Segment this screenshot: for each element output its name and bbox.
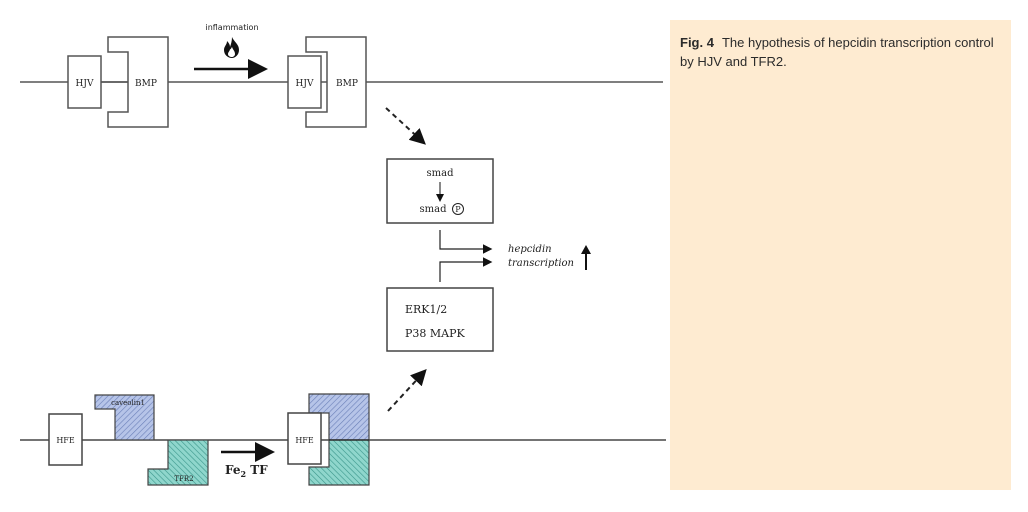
caption-text: The hypothesis of hepcidin transcription… <box>680 35 994 69</box>
hepcidin-label: hepcidin <box>508 244 552 255</box>
hjv-box <box>67 55 102 109</box>
bmp-label: BMP <box>336 79 358 89</box>
smad-box: smad smad P <box>386 158 494 224</box>
phosphate-icon <box>452 203 464 215</box>
bmp-receptor-shape <box>107 36 169 128</box>
hfe-box <box>48 413 83 466</box>
hjv-label: HJV <box>76 79 94 89</box>
hfe-label: HFE <box>56 436 75 445</box>
svg-text:P: P <box>455 205 461 214</box>
top-left-complex: HJV BMP <box>67 36 169 128</box>
caveolin-shape <box>94 394 155 441</box>
smad-label: smad <box>427 168 455 179</box>
phospho-smad-label: smad <box>420 204 448 215</box>
caveolin-label: caveolin1 <box>111 399 145 407</box>
hjv-box <box>287 55 322 109</box>
top-right-complex: HJV BMP <box>287 36 367 128</box>
hfe-box <box>287 412 322 465</box>
bmp-to-smad-dashed-arrow <box>385 107 426 145</box>
tfr2-to-mapk-dashed-arrow <box>387 369 427 412</box>
bottom-right-complex: HFE <box>287 393 370 486</box>
smad-to-hepcidin-arrow <box>439 230 493 254</box>
hjv-label: HJV <box>296 79 314 89</box>
transcription-label: transcription <box>508 258 574 269</box>
figure-label: Fig. 4 <box>680 35 714 50</box>
tfr2-label: TFR2 <box>174 475 193 483</box>
fe2tf-label: Fe2 TF <box>225 463 268 479</box>
bmp-receptor-shape <box>305 36 367 128</box>
p38-mapk-label: P38 MAPK <box>405 327 466 340</box>
erk-label: ERK1/2 <box>405 303 447 316</box>
mapk-to-hepcidin-arrow <box>439 257 493 282</box>
bmp-label: BMP <box>135 79 157 89</box>
flame-icon <box>224 37 239 58</box>
figure-diagram: HJV BMP inflammation HJV BMP smad smad P… <box>20 23 666 486</box>
inflammation-label: inflammation <box>205 23 258 32</box>
bottom-left-complex: HFE caveolin1 TFR2 <box>48 394 209 486</box>
hfe-label: HFE <box>295 436 314 445</box>
tfr2-shape <box>147 439 209 486</box>
up-arrow-icon <box>581 245 591 270</box>
mapk-box: ERK1/2 P38 MAPK <box>386 287 494 352</box>
